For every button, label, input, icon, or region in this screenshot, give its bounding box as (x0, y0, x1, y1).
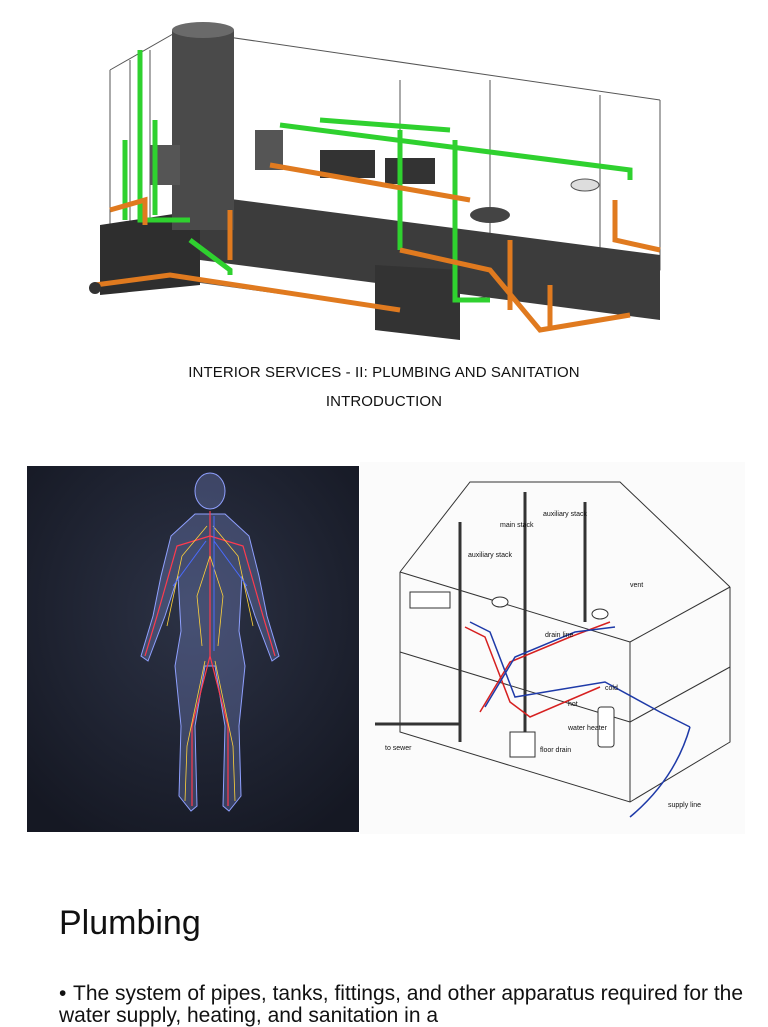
label-drain-line: drain line (545, 632, 574, 639)
human-circulatory-illustration (27, 466, 359, 832)
document-subtitle: INTRODUCTION (325, 393, 443, 410)
bullet-symbol: • (59, 982, 67, 1005)
label-main-stack: main stack (500, 522, 534, 529)
document-title: INTERIOR SERVICES - II: PLUMBING AND SAN… (188, 364, 580, 381)
label-auxiliary-stack-left: auxiliary stack (468, 552, 512, 559)
label-water-heater: water heater (567, 725, 608, 732)
label-vent: vent (630, 582, 643, 589)
house-plumbing-diagram: main stack auxiliary stack auxiliary sta… (360, 462, 745, 834)
label-cold: cold (605, 685, 618, 692)
label-supply-line: supply line (668, 802, 701, 809)
bullet-text: The system of pipes, tanks, fittings, an… (59, 982, 744, 1027)
section-heading: Plumbing (59, 904, 201, 942)
label-to-sewer: to sewer (385, 745, 412, 752)
plumbing-isometric-illustration (89, 22, 661, 340)
label-floor-drain: floor drain (540, 747, 571, 754)
label-hot: hot (568, 701, 578, 708)
bullet-item: •The system of pipes, tanks, fittings, a… (59, 983, 759, 1027)
label-auxiliary-stack-right: auxiliary stack (543, 511, 587, 518)
